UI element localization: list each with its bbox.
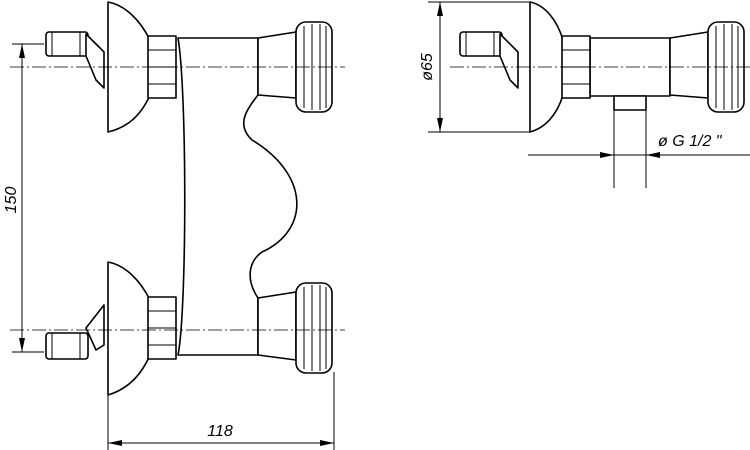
lower-handle (257, 282, 333, 374)
dimension-150-label: 150 (3, 187, 20, 214)
dimension-118-label: 118 (207, 423, 233, 440)
width-dimension (107, 372, 335, 450)
side-view (450, 1, 750, 188)
mixer-body (177, 37, 298, 356)
outlet-stub (613, 95, 647, 188)
lower-escutcheon (107, 261, 151, 396)
upper-elbow (45, 31, 105, 89)
side-elbow (459, 31, 519, 89)
dimension-diameter-label: ø65 (419, 53, 436, 81)
dimension-thread-label: ø G 1/2 " (658, 133, 723, 150)
lower-elbow (45, 304, 105, 360)
diameter-dimension (428, 1, 530, 133)
height-dimension (12, 43, 44, 353)
lower-hex-nut (147, 296, 177, 360)
front-view (10, 1, 345, 396)
thread-dimension (528, 152, 750, 158)
